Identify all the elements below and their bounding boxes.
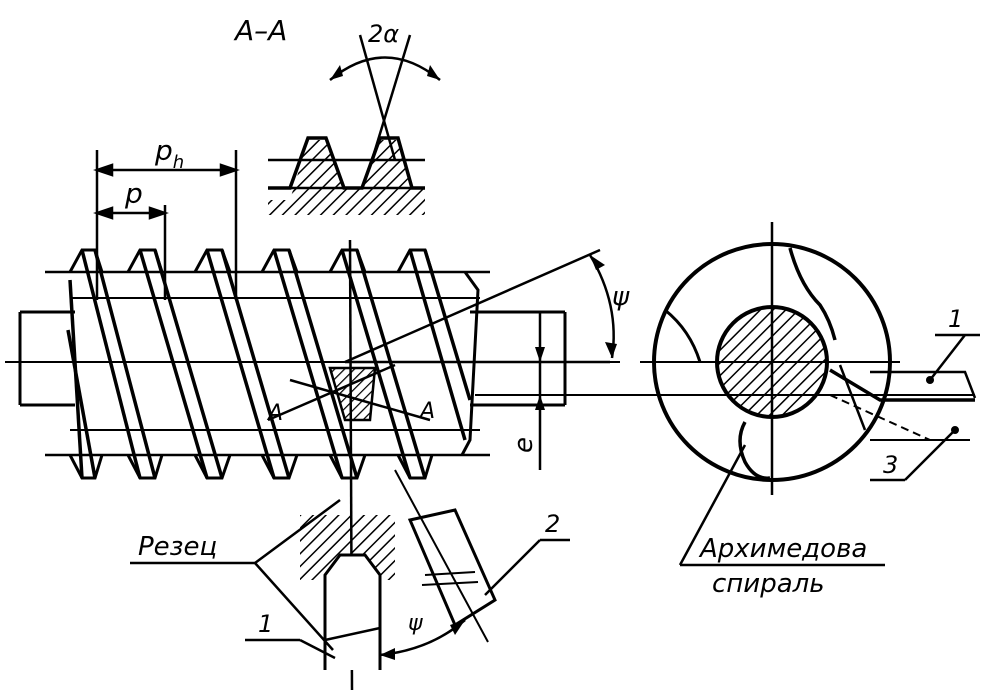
worm-body [5, 248, 975, 480]
callout-1-label: 1 [948, 305, 963, 333]
cutter-body [323, 553, 382, 670]
section-label: A–A [233, 14, 287, 47]
profile-angle-line-b [370, 34, 412, 161]
section-mark-right: A [418, 399, 435, 424]
psi-inset-label: ψ [408, 611, 423, 636]
callout-2-label: 2 [545, 510, 560, 538]
section-profile [268, 34, 441, 215]
pitch-label: p [124, 177, 143, 210]
callout-3-label: 3 [883, 451, 898, 479]
archimedes-label-line2: спираль [712, 569, 825, 599]
archimedes-spiral-lower [738, 421, 771, 480]
callout-1-inset-label: 1 [258, 610, 273, 638]
profile-angle-line-a [358, 34, 397, 161]
end-view [640, 222, 980, 567]
angle-2alpha-label: 2α [368, 20, 399, 48]
cutter-inset [130, 469, 570, 670]
section-mark-left: A [266, 401, 283, 426]
lead-label: ph [154, 134, 184, 173]
psi-label: ψ [612, 282, 630, 312]
cutter-tip-section [328, 366, 377, 422]
archimedes-label-line1: Архимедова [698, 534, 867, 564]
cutter-label: Резец [138, 532, 217, 562]
profile-angle-arc [329, 56, 441, 81]
archimedes-spiral-upper [788, 247, 837, 341]
pitch-dimensions [93, 150, 240, 300]
offset-label: e [509, 437, 539, 453]
cutter-2-body [407, 508, 497, 628]
helical-threads [66, 249, 472, 479]
